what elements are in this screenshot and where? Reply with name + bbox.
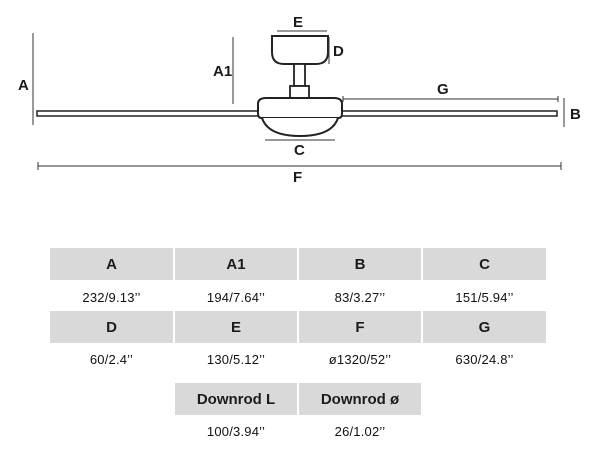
header-cell: B — [299, 248, 421, 280]
downrod-coupler — [289, 85, 310, 99]
value-cell: 60/2.4’’ — [89, 351, 134, 367]
label-a: A — [18, 77, 29, 94]
label-e: E — [293, 14, 303, 31]
header-cell: A1 — [175, 248, 297, 280]
label-c: C — [294, 142, 305, 159]
blade-right — [337, 110, 558, 117]
label-g: G — [437, 81, 449, 98]
motor-housing — [257, 97, 343, 119]
value-cell: 151/5.94’’ — [455, 289, 514, 305]
header-cell: Downrod L — [175, 383, 297, 415]
value-cell: 100/3.94’’ — [206, 423, 266, 439]
header-cell: F — [299, 311, 421, 343]
header-cell: C — [423, 248, 546, 280]
label-b: B — [570, 106, 581, 123]
value-cell: 194/7.64’’ — [206, 289, 266, 305]
value-cell: 232/9.13’’ — [82, 289, 141, 305]
value-cell: ø1320/52’’ — [328, 351, 392, 367]
light-cover — [261, 117, 339, 138]
value-cell: 26/1.02’’ — [334, 423, 386, 439]
label-d: D — [333, 43, 344, 60]
header-cell: A — [50, 248, 173, 280]
header-cell: E — [175, 311, 297, 343]
value-cell: 130/5.12’’ — [206, 351, 266, 367]
fan-dimension-diagram: A A1 E D G B C F — [18, 14, 581, 186]
blade-left — [36, 110, 262, 117]
canopy — [271, 35, 329, 65]
label-f: F — [293, 169, 302, 186]
label-a1: A1 — [213, 63, 232, 80]
header-cell: G — [423, 311, 546, 343]
header-cell: D — [50, 311, 173, 343]
value-cell: 630/24.8’’ — [455, 351, 514, 367]
downrod — [293, 63, 306, 87]
value-cell: 83/3.27’’ — [334, 289, 386, 305]
header-cell: Downrod ø — [299, 383, 421, 415]
